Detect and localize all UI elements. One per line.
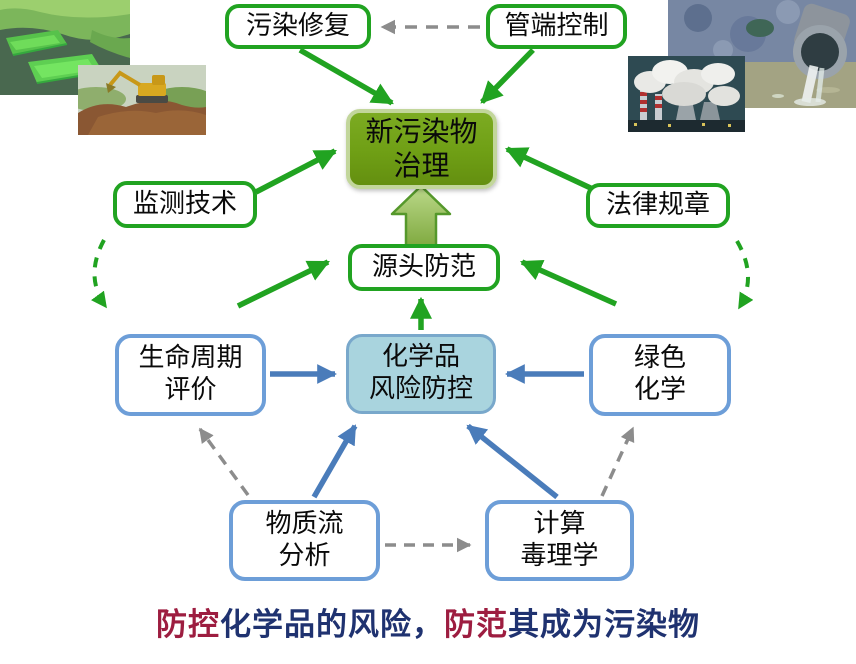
caption-segment-1: 防控	[156, 607, 220, 643]
outfall-pipe-discharge-photo	[668, 0, 856, 108]
caption-segment-2: 化学品的风险，	[220, 607, 444, 643]
node-new-pollutant-governance: 新污染物 治理	[346, 109, 497, 189]
node-material-flow-analysis-label: 物质流 分析	[265, 508, 344, 571]
smokestacks-emissions-photo	[628, 56, 745, 132]
node-monitoring-tech: 监测技术	[113, 181, 257, 228]
arrow-green-chemistry-to-source-prevention	[519, 259, 618, 307]
node-remediation: 污染修复	[225, 4, 371, 49]
node-laws-regulations-label: 法律规章	[605, 189, 710, 220]
node-life-cycle-assessment: 生命周期 评价	[115, 334, 266, 416]
arrow-regulations-to-green-chemistry-dashed	[735, 239, 754, 310]
arrow-regulations-to-governance	[505, 146, 599, 194]
outfall-pipe-photo-art	[668, 0, 856, 108]
excavator-soil-remediation-photo	[78, 65, 206, 135]
arrow-computational-tox-to-green-chemistry	[600, 426, 635, 497]
node-chemical-risk-control: 化学品 风险防控	[346, 334, 496, 414]
arrow-monitoring-to-life-cycle-dashed	[91, 239, 108, 309]
node-source-prevention-label: 源头防范	[371, 251, 476, 282]
caption-segment-4: 其成为污染物	[508, 607, 700, 643]
node-source-prevention: 源头防范	[348, 244, 500, 291]
arrow-monitoring-to-governance	[254, 148, 337, 195]
arrow-life-cycle-to-source-prevention	[236, 259, 330, 309]
node-material-flow-analysis: 物质流 分析	[229, 500, 380, 581]
smokestacks-photo-art	[628, 56, 745, 132]
node-green-chemistry-label: 绿色 化学	[633, 343, 686, 405]
caption-segment-3: 防范	[444, 607, 508, 643]
arrow-material-flow-to-life-cycle	[198, 427, 250, 497]
excavator-photo-art	[78, 65, 206, 135]
floating-wetland-photo-art	[0, 0, 130, 95]
node-pipe-end-control-label: 管端控制	[504, 10, 609, 41]
node-life-cycle-assessment-label: 生命周期 评价	[138, 343, 243, 405]
arrow-pipe-end-to-governance	[480, 48, 535, 104]
arrow-material-flow-to-chemical-risk	[311, 424, 358, 499]
floating-wetland-photo	[0, 0, 130, 95]
arrow-remediation-to-governance	[298, 47, 394, 106]
node-new-pollutant-governance-label: 新污染物 治理	[365, 114, 478, 182]
node-monitoring-tech-label: 监测技术	[132, 188, 237, 219]
node-computational-toxicology: 计算 毒理学	[485, 500, 634, 581]
block-arrow-source-prevention-to-governance	[390, 184, 452, 249]
node-laws-regulations: 法律规章	[586, 183, 730, 228]
node-pipe-end-control: 管端控制	[486, 4, 627, 49]
node-remediation-label: 污染修复	[245, 10, 350, 41]
node-computational-toxicology-label: 计算 毒理学	[520, 508, 599, 571]
caption: 防控化学品的风险，防范其成为污染物	[0, 599, 856, 644]
node-chemical-risk-control-label: 化学品 风险防控	[368, 342, 473, 404]
arrow-computational-tox-to-chemical-risk	[466, 423, 559, 500]
node-green-chemistry: 绿色 化学	[589, 334, 731, 416]
